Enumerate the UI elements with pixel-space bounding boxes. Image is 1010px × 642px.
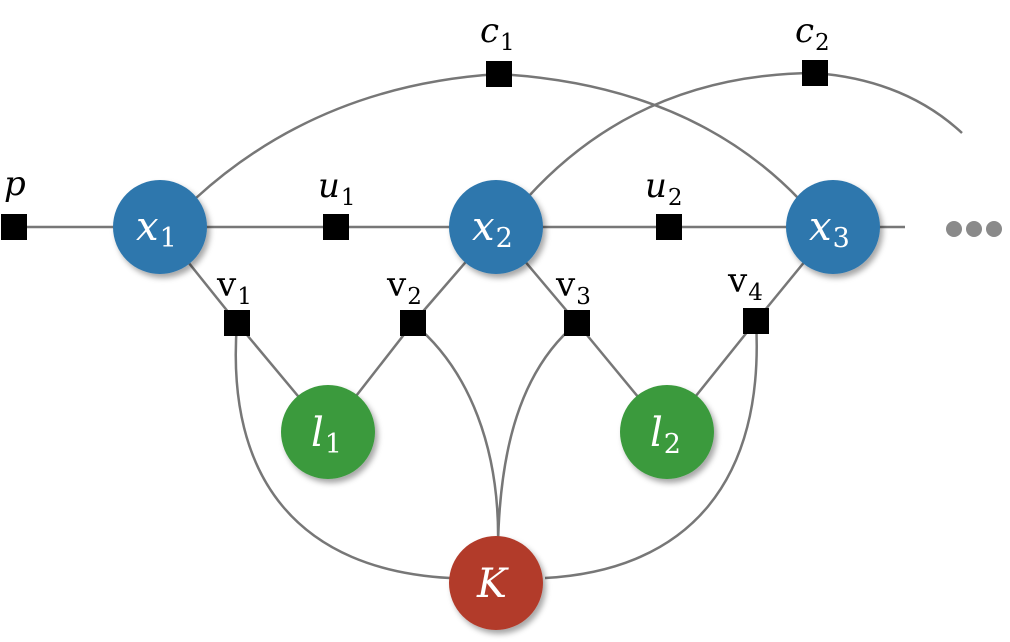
factor-label-p: p (4, 164, 26, 204)
node-x2: x2 (449, 180, 543, 274)
factor-u1 (323, 214, 349, 240)
factor-label-v3: v3 (555, 265, 591, 310)
node-k: K (449, 536, 543, 630)
factor-v4 (743, 308, 769, 334)
node-l2-circle (620, 385, 714, 479)
factor-label-c1: c1 (480, 11, 515, 56)
edge-v3-k (496, 322, 578, 546)
edge-x1-c1 (195, 72, 500, 199)
node-l2-label: l2 (650, 410, 681, 460)
node-x1-label: x1 (136, 204, 177, 254)
factor-v2 (400, 310, 426, 336)
node-x2-circle (449, 180, 543, 274)
node-k-label: K (476, 561, 509, 607)
node-x3-circle (786, 180, 880, 274)
factor-label-u1: u1 (318, 166, 356, 211)
node-x3: x3 (786, 180, 880, 274)
node-x3-label: x3 (809, 204, 850, 254)
edges (14, 71, 963, 580)
node-x1: x1 (113, 180, 207, 274)
factor-label-v4: v4 (727, 261, 763, 306)
factor-u2 (656, 214, 682, 240)
edge-v2-k (412, 322, 500, 546)
edge-c2-continuation (814, 71, 963, 134)
node-l2: l2 (620, 385, 714, 479)
ellipsis-dot (986, 221, 1002, 237)
node-k-circle (449, 536, 543, 630)
factor-c1 (486, 61, 512, 87)
factor-v3 (564, 310, 590, 336)
ellipsis-dot (966, 221, 982, 237)
factor-label-v2: v2 (386, 265, 422, 310)
node-x1-circle (113, 180, 207, 274)
edge-v1-k (234, 322, 451, 580)
ellipsis-icon (946, 221, 1002, 237)
edge-x2-c2 (527, 71, 816, 198)
factor-labels: p u1 u2 c1 c2 v1 v2 v3 v4 (4, 11, 830, 310)
factors (1, 60, 828, 336)
node-x2-label: x2 (472, 204, 513, 254)
edge-v4-k (544, 320, 758, 580)
edge-c1-x3 (498, 72, 801, 201)
factor-v1 (224, 310, 250, 336)
factor-label-v1: v1 (216, 265, 252, 310)
nodes: x1 x2 x3 l1 l2 K (113, 180, 880, 630)
node-l1: l1 (281, 385, 375, 479)
ellipsis-dot (946, 221, 962, 237)
factor-c2 (802, 60, 828, 86)
factor-p (1, 214, 27, 240)
factor-label-c2: c2 (795, 11, 830, 56)
node-l1-label: l1 (311, 410, 342, 460)
node-l1-circle (281, 385, 375, 479)
factor-label-u2: u2 (645, 166, 683, 211)
